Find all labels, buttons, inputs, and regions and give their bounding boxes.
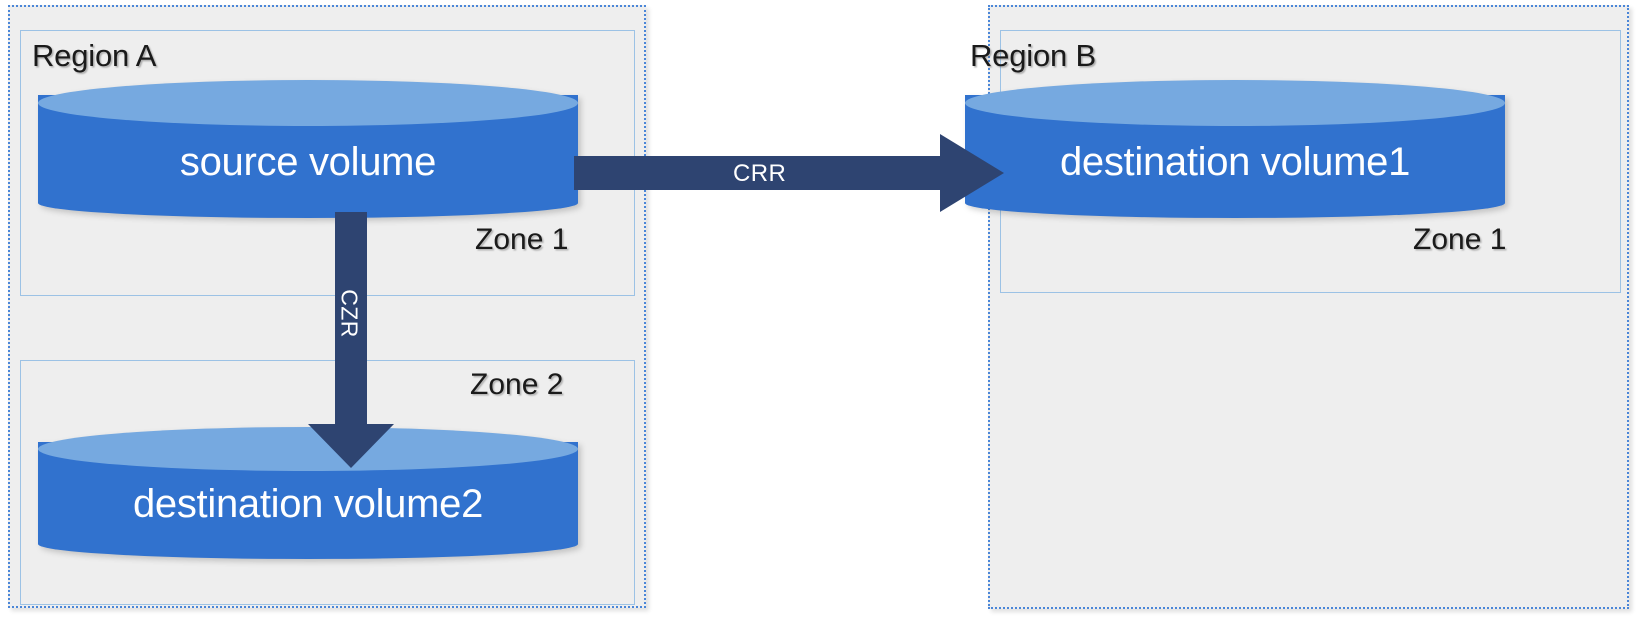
zone-a1-label: Zone 1	[475, 223, 569, 256]
source-volume-label: source volume	[179, 140, 437, 184]
cylinder-top-ellipse	[38, 427, 578, 471]
destination-volume1-cylinder[interactable]: destination volume1	[965, 80, 1505, 218]
zone-a2-label: Zone 2	[470, 368, 564, 401]
cylinder-top-ellipse	[965, 80, 1505, 126]
crr-arrow[interactable]	[574, 134, 1004, 212]
cylinder-top-ellipse	[38, 80, 578, 126]
czr-arrow[interactable]	[308, 212, 394, 468]
czr-arrow-label: CZR	[336, 289, 363, 338]
region-b-label: Region B	[970, 38, 1096, 73]
crr-arrow-shape	[574, 134, 1004, 212]
czr-arrow-shape	[308, 212, 394, 468]
destination-volume1-label: destination volume1	[1059, 140, 1411, 184]
source-volume-cylinder[interactable]: source volume	[38, 80, 578, 218]
crr-arrow-label: CRR	[733, 160, 787, 187]
zone-b1-label: Zone 1	[1413, 223, 1507, 256]
region-a-label: Region A	[32, 38, 157, 73]
destination-volume2-cylinder[interactable]: destination volume2	[38, 427, 578, 559]
destination-volume2-label: destination volume2	[132, 482, 484, 526]
